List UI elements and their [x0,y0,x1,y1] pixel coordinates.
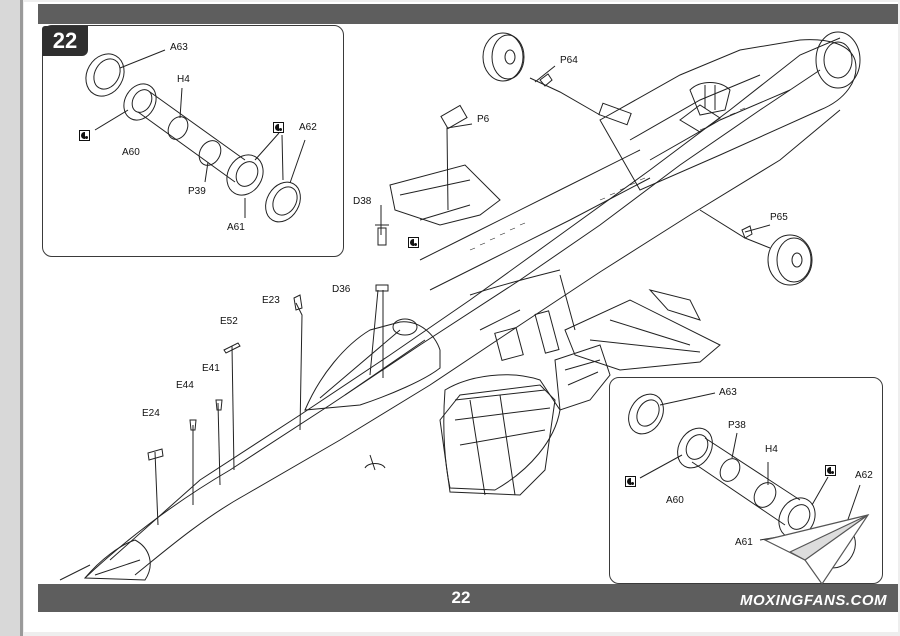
lower-wheel [767,234,813,286]
glue-icon [408,237,419,248]
leader-d36 [369,289,384,378]
part-d36 [375,284,389,292]
inset-a-drawing [85,49,306,223]
glue-icon [825,465,836,476]
engine-bay [599,39,857,191]
label-a61: A61 [735,537,753,548]
inset-wheel-assembly-left [42,25,344,257]
air-intake [443,374,561,491]
part-p64 [539,73,553,87]
left-wing [389,164,501,226]
step-number-badge: 22 [42,26,88,56]
label-e44: E44 [176,380,194,391]
label-p6: P6 [477,114,490,125]
glue-icon [79,130,90,141]
label-d38: D38 [353,196,372,207]
binding-edge [20,0,23,636]
label-a61: A61 [227,222,245,233]
part-e23 [293,294,303,311]
part-e52 [223,342,241,354]
cockpit-canopy [304,321,441,411]
label-e24: E24 [142,408,160,419]
label-e41: E41 [202,363,220,374]
leader-e41 [217,402,221,486]
glue-icon [625,476,636,487]
part-p6 [440,104,468,130]
label-a60: A60 [122,147,140,158]
leader-e24 [154,451,159,526]
bottom-footer-bar [38,584,898,612]
binding-gutter [0,0,22,636]
inset-wheel-assembly-right [609,377,883,584]
part-e41 [215,399,223,411]
part-e44 [189,419,197,431]
label-h4: H4 [177,74,190,85]
nose-cone [83,539,151,581]
part-e24 [147,448,164,461]
label-p38: P38 [728,420,746,431]
leader-p6 [446,123,473,211]
page-number: 22 [451,588,471,607]
leader-p65 [744,224,771,233]
label-p39: P39 [188,186,206,197]
fuselage-upper-line [109,37,841,561]
label-h4: H4 [765,444,778,455]
label-a62: A62 [855,470,873,481]
top-header-bar [38,4,898,24]
label-p64: P64 [560,55,578,66]
fuselage-belly-line [134,109,841,576]
label-a60: A60 [666,495,684,506]
upper-wheel [482,32,524,82]
label-a62: A62 [299,122,317,133]
label-e52: E52 [220,316,238,327]
right-wing [564,299,721,371]
nose-gear [364,454,386,471]
label-p65: P65 [770,212,788,223]
part-p65 [741,225,753,239]
exhaust-nozzle [815,31,861,89]
label-a63: A63 [719,387,737,398]
fuselage-lower-line [84,69,821,579]
leader-e23 [295,302,303,431]
label-e23: E23 [262,295,280,306]
part-d38 [375,224,389,246]
label-d36: D36 [332,284,351,295]
watermark-text: MOXINGFANS.COM [740,592,888,609]
leader-p64 [534,65,556,83]
label-a63: A63 [170,42,188,53]
glue-icon [273,122,284,133]
leader-e52 [231,345,235,471]
